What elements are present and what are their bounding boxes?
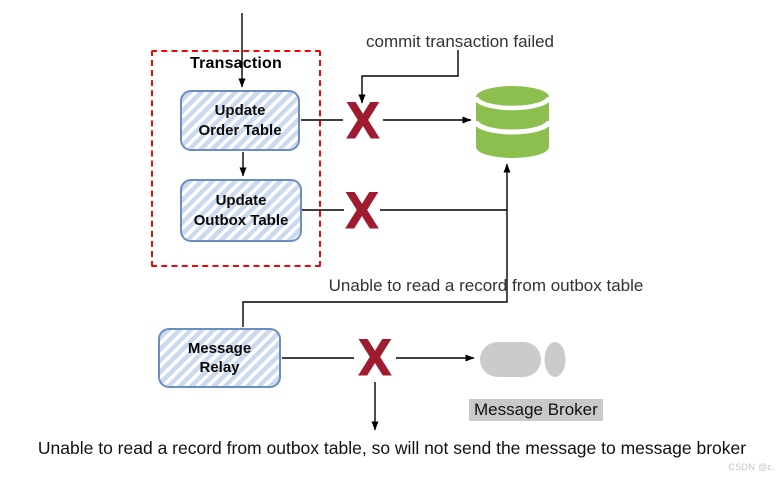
watermark-text: CSDN @c.	[728, 462, 775, 472]
transaction-group-label: Transaction	[189, 55, 282, 72]
unable-read-annotation: Unable to read a record from outbox tabl…	[328, 276, 644, 295]
bottom-note-annotation: Unable to read a record from outbox tabl…	[37, 438, 747, 458]
node-label-line: Update	[215, 192, 267, 209]
transaction-group-frame	[151, 50, 321, 267]
fail-x-icon: X	[344, 181, 380, 241]
message-broker-cylinder-icon	[480, 342, 566, 377]
message-relay-node[interactable]: Message Relay	[158, 328, 281, 388]
node-label-line: Message	[187, 339, 252, 357]
connector-relay-to-database	[242, 163, 511, 327]
node-label-line: Update	[214, 102, 266, 119]
fail-x-icon: X	[357, 328, 393, 388]
node-label-line: Relay	[199, 359, 240, 376]
node-label-line: Order Table	[198, 121, 282, 139]
commit-failed-annotation: commit transaction failed	[365, 32, 555, 51]
message-broker-label: Message Broker	[469, 399, 603, 421]
database-cylinder-icon	[473, 86, 552, 158]
update-outbox-table-node[interactable]: Update Outbox Table	[180, 179, 302, 242]
node-label-line: Outbox Table	[193, 211, 289, 229]
connector-commit-failed-to-x	[358, 50, 459, 104]
fail-x-icon: X	[345, 91, 381, 151]
update-order-table-node[interactable]: Update Order Table	[180, 90, 300, 151]
